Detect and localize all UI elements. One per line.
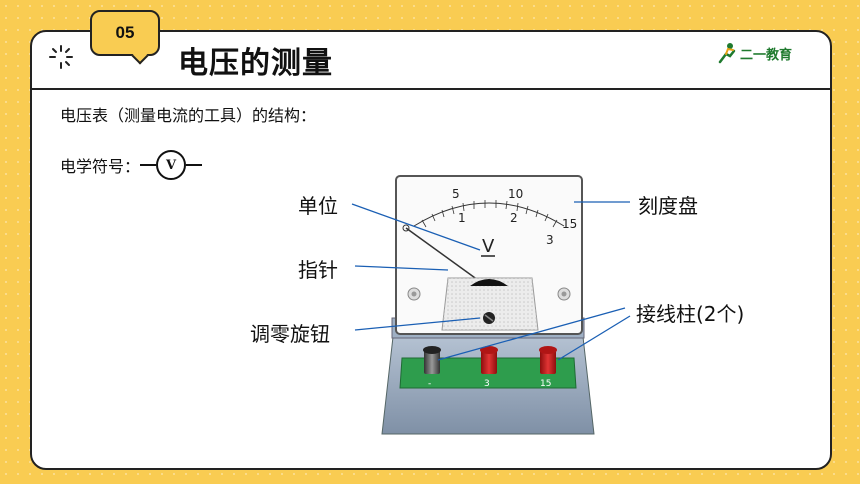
- callout-line-unit: [351, 203, 481, 251]
- symbol-label: 电学符号：: [60, 157, 141, 176]
- scale-top-10: 10: [508, 187, 523, 201]
- voltmeter-illustration: - 3 15 5 10 15 1 2 3 V: [381, 175, 595, 435]
- symbol-wire-right: [186, 164, 203, 166]
- meter-face: [395, 175, 583, 335]
- unit-letter: V: [482, 236, 495, 257]
- scale-top-5: 5: [452, 187, 460, 201]
- terminal-3v: [480, 346, 498, 374]
- intro-text: 电压表（测量电流的工具）的结构：: [60, 106, 317, 125]
- callout-binding-posts: 接线柱(2个): [636, 302, 745, 326]
- header-divider: [30, 88, 830, 90]
- callout-dial: 刻度盘: [638, 194, 698, 218]
- sparkle-icon: [49, 45, 73, 69]
- logo-text: 二一教育: [740, 47, 793, 63]
- callout-line-needle: [354, 265, 449, 271]
- voltmeter-symbol: V: [156, 150, 187, 180]
- brand-logo: 二一教育: [716, 42, 792, 64]
- terminal-label-15: 15: [540, 379, 551, 389]
- callout-needle: 指针: [298, 258, 338, 282]
- page-title: 电压的测量: [178, 46, 333, 81]
- callout-line-post-2: [557, 315, 631, 361]
- callout-zero-knob: 调零旋钮: [250, 322, 330, 346]
- scale-bottom-2: 2: [510, 211, 518, 225]
- dial-ticks: [421, 200, 558, 228]
- section-number: 05: [115, 23, 135, 42]
- callout-line-post-1: [437, 307, 626, 361]
- callout-line-zero-knob: [354, 317, 481, 331]
- section-number-badge: 05: [90, 10, 160, 56]
- voltmeter-symbol-letter: V: [165, 157, 177, 173]
- scale-top-15: 15: [562, 217, 577, 231]
- scale-bottom-3: 3: [546, 233, 554, 247]
- terminal-15v: [539, 346, 557, 374]
- terminal-negative: [423, 346, 441, 374]
- symbol-wire-left: [140, 164, 157, 166]
- callout-unit: 单位: [298, 194, 338, 218]
- terminal-label-3: 3: [484, 379, 490, 389]
- runner-logo-icon: [718, 43, 736, 64]
- symbol-row: 电学符号： V: [60, 150, 203, 180]
- scale-bottom-1: 1: [458, 211, 466, 225]
- terminal-label-negative: -: [428, 379, 431, 389]
